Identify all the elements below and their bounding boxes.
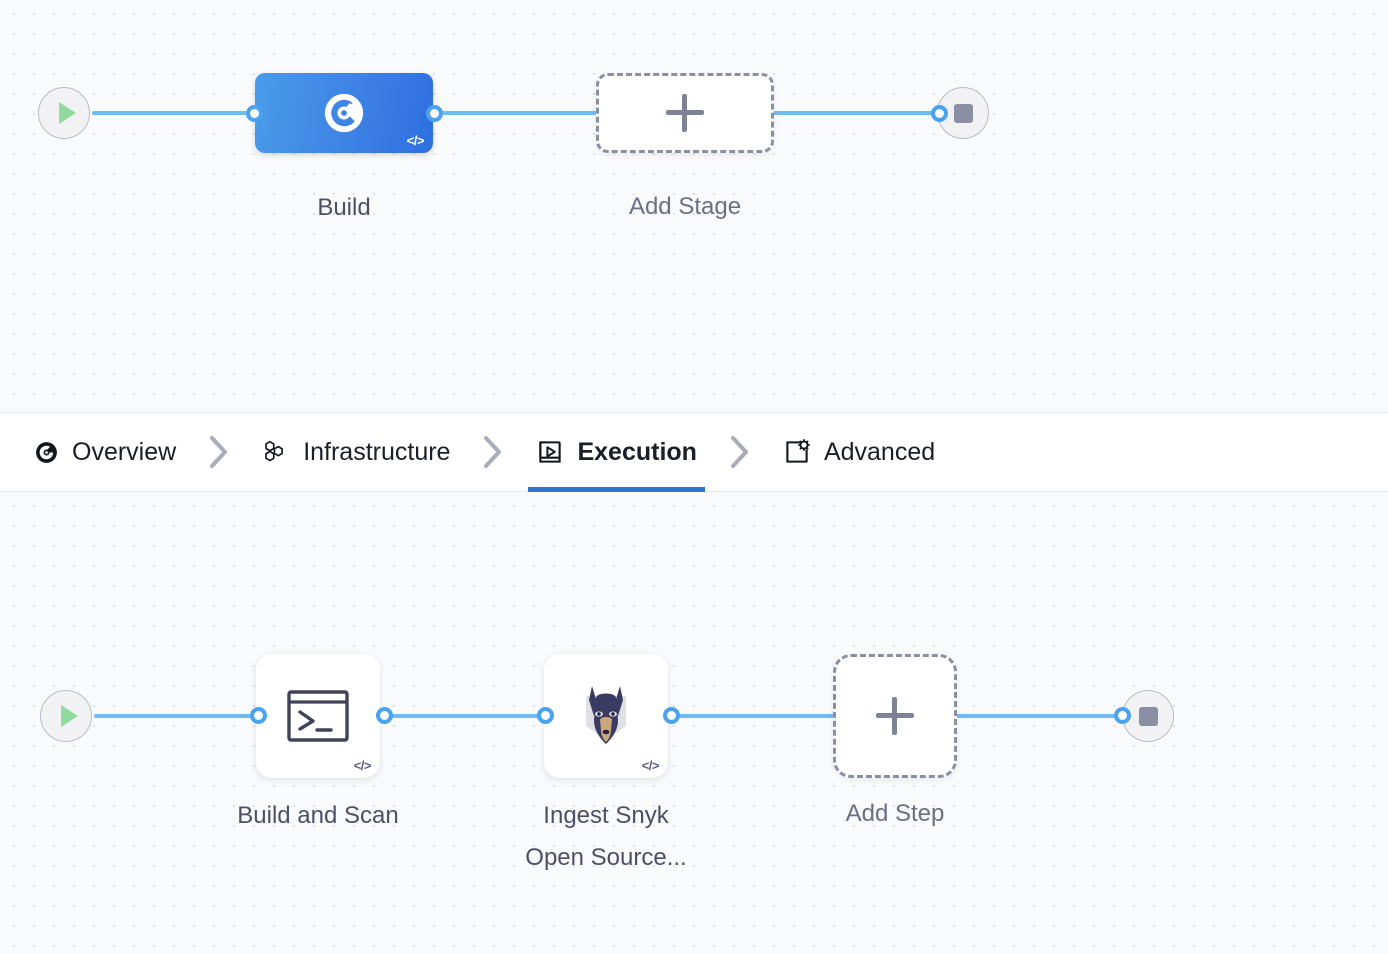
step-link-snyk-to-add <box>670 714 842 718</box>
play-icon <box>60 705 78 727</box>
step-link-start-to-build <box>94 714 264 718</box>
step-build-output-port[interactable] <box>376 707 393 724</box>
step-graph-canvas[interactable]: </> Build and Scan </> Ingest Snyk Open … <box>0 492 1388 954</box>
step-node-ingest-snyk[interactable]: </> <box>544 654 668 778</box>
add-stage-label: Add Stage <box>628 193 742 220</box>
tab-advanced[interactable]: Advanced <box>779 413 939 492</box>
snyk-dog-icon <box>586 686 626 744</box>
stage-link-start-to-build <box>92 111 262 115</box>
code-badge: </> <box>353 758 372 773</box>
tab-overview[interactable]: Overview <box>30 413 180 492</box>
code-badge: </> <box>406 133 425 148</box>
chevron-right-icon <box>180 435 258 469</box>
step-config-tabbar: Overview Infrastructure <box>0 412 1388 492</box>
step-start-node[interactable] <box>40 690 92 742</box>
play-frame-icon <box>536 438 564 466</box>
hexagons-icon <box>262 438 290 466</box>
stage-link-build-to-add <box>428 111 678 115</box>
code-badge: </> <box>641 758 660 773</box>
step-node-build-and-scan[interactable]: </> <box>256 654 380 778</box>
tab-infrastructure-label: Infrastructure <box>303 437 451 466</box>
gear-box-icon <box>783 438 811 466</box>
chevron-right-icon <box>454 435 532 469</box>
terminal-icon <box>287 690 349 742</box>
step-build-input-port[interactable] <box>250 707 267 724</box>
add-stage-button[interactable] <box>596 73 774 153</box>
step-link-build-to-snyk <box>382 714 550 718</box>
stage-build-output-port[interactable] <box>426 105 443 122</box>
tab-infrastructure[interactable]: Infrastructure <box>258 413 454 492</box>
ci-build-icon <box>324 93 364 133</box>
tab-overview-label: Overview <box>72 437 177 466</box>
stage-node-build[interactable]: </> <box>255 73 433 153</box>
step-link-add-to-end <box>952 714 1132 718</box>
plus-icon <box>876 697 914 735</box>
step-snyk-input-port[interactable] <box>537 707 554 724</box>
tab-execution-label: Execution <box>577 437 697 466</box>
add-step-button[interactable] <box>833 654 957 778</box>
step-label-ingest-snyk: Ingest Snyk Open Source... <box>525 802 687 871</box>
step-snyk-output-port[interactable] <box>663 707 680 724</box>
ci-build-icon <box>34 440 59 465</box>
plus-icon <box>666 94 704 132</box>
step-label-build-and-scan: Build and Scan <box>237 802 399 829</box>
play-icon <box>58 102 76 124</box>
stage-label-build: Build <box>317 194 371 221</box>
stop-icon <box>1138 706 1158 726</box>
tab-advanced-label: Advanced <box>823 437 936 466</box>
stop-icon <box>953 103 973 123</box>
tab-execution[interactable]: Execution <box>528 413 706 492</box>
stage-end-input-port[interactable] <box>931 105 948 122</box>
stage-link-add-to-end <box>700 111 950 115</box>
pipeline-start-node[interactable] <box>38 87 90 139</box>
step-end-input-port[interactable] <box>1114 707 1131 724</box>
add-step-label: Add Step <box>845 800 945 827</box>
chevron-right-icon <box>701 435 779 469</box>
stage-graph-canvas[interactable]: </> Build Add Stage <box>0 0 1388 412</box>
stage-build-input-port[interactable] <box>246 105 263 122</box>
